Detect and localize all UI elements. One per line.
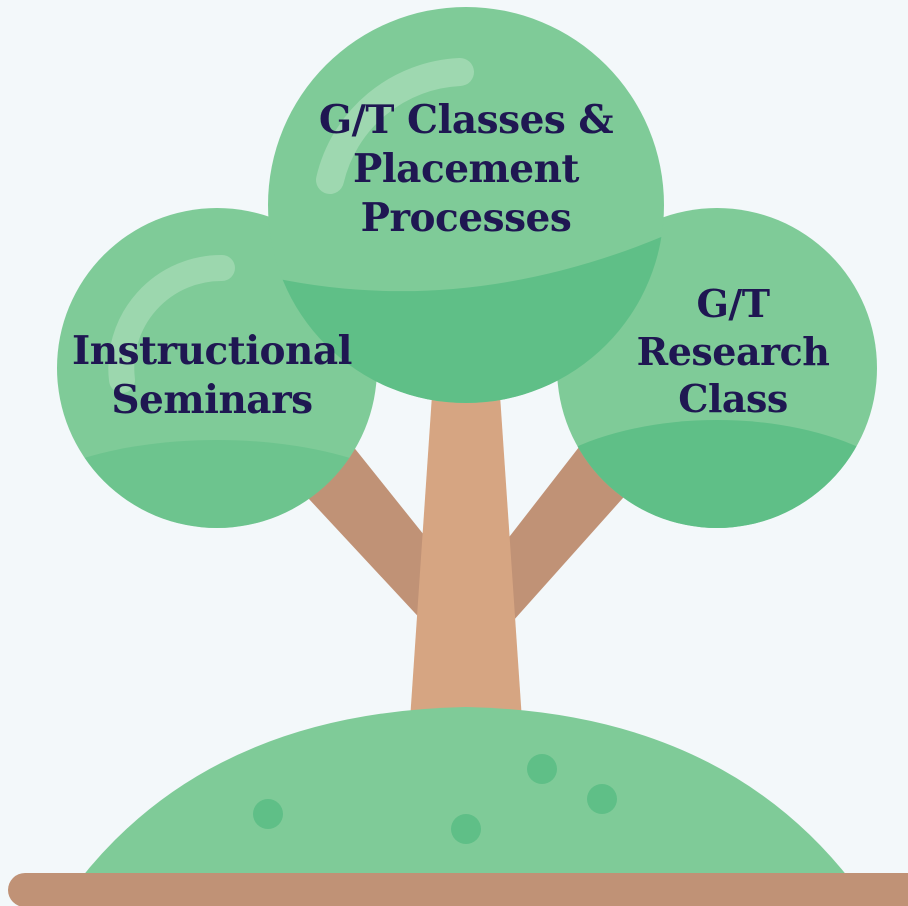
center-foliage <box>268 7 664 403</box>
node-gt-classes-placement: G/T Classes & Placement Processes <box>268 96 664 242</box>
node-gt-research-class: G/T Research Class <box>598 280 868 423</box>
node-label-line: G/T Classes & <box>318 97 614 143</box>
node-label-line: Instructional <box>71 328 353 374</box>
base-bar <box>8 873 908 906</box>
node-label-line: Seminars <box>111 376 313 423</box>
node-label-line: Placement <box>353 145 579 192</box>
node-label-line: G/T <box>696 281 770 326</box>
ground-dot <box>527 754 557 784</box>
node-label-line: Class <box>678 376 788 421</box>
node-label-line: Processes <box>360 194 572 241</box>
ground-dot <box>253 799 283 829</box>
node-label-line: Research <box>636 328 830 374</box>
ground-dot <box>451 814 481 844</box>
node-instructional-seminars: Instructional Seminars <box>52 327 372 425</box>
ground-hill <box>78 707 852 882</box>
trunk <box>410 395 522 720</box>
ground-dot <box>587 784 617 814</box>
